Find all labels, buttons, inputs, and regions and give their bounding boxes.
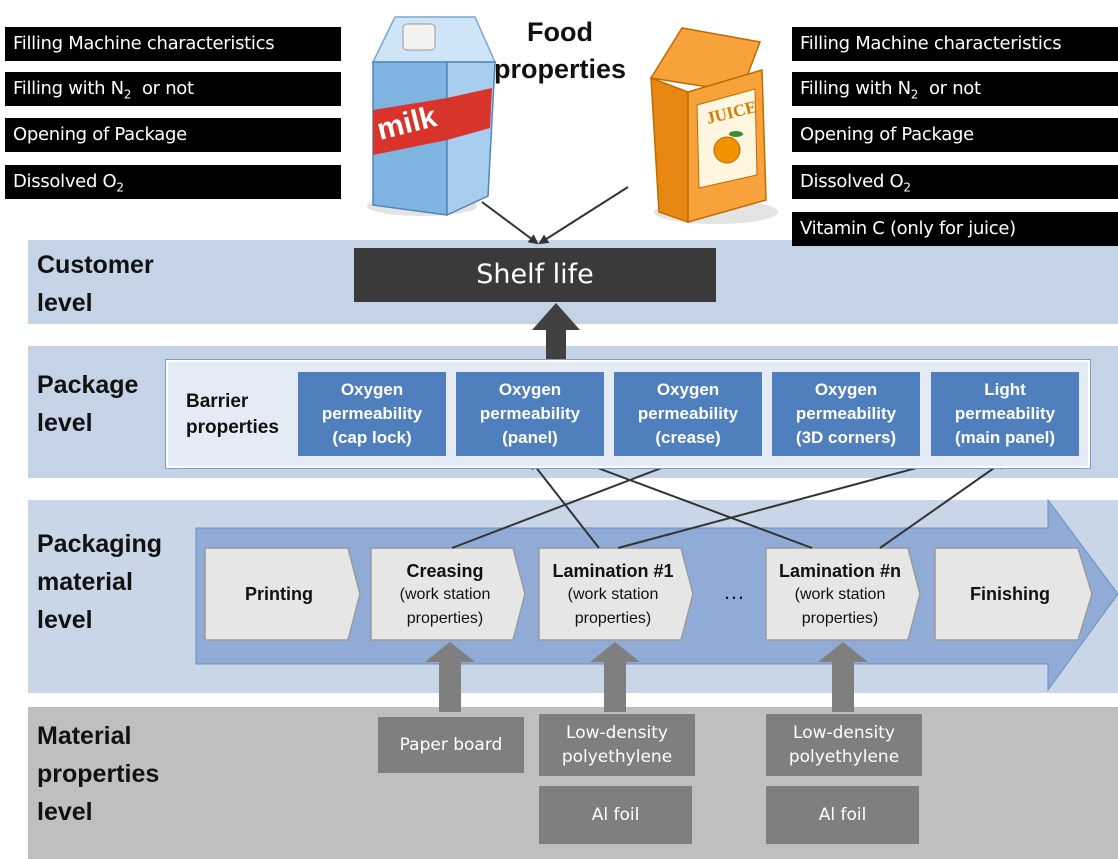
arrow-milk-to-shelf-life (481, 201, 539, 245)
right-info-item: Filling Machine characteristics (792, 27, 1118, 61)
step-creasing: Creasing (work station properties) (371, 559, 519, 631)
step-creasing-sub2: properties) (406, 610, 484, 627)
step-lamination-n-title: Lamination #n (778, 561, 901, 581)
ellipsis: … (723, 579, 745, 604)
right-info-item: Vitamin C (only for juice) (792, 212, 1118, 246)
arrow-ldpe1-to-lamination-1 (590, 642, 640, 712)
package-level-title: Package level (37, 371, 139, 437)
left-info-item: Dissolved O2 (5, 165, 341, 199)
arrow-juice-to-shelf-life (538, 186, 629, 245)
right-info-item: Dissolved O2 (792, 165, 1118, 199)
step-lamination-1: Lamination #1 (work station properties) (539, 559, 687, 631)
arrow-laminationn-to-crease (577, 459, 813, 549)
step-shape-lamination-1 (538, 547, 694, 641)
step-lamination-n: Lamination #n (work station properties) (766, 559, 914, 631)
left-info-item: Filling Machine characteristics (5, 27, 341, 61)
arrow-lamination1-to-main-panel (617, 456, 952, 549)
step-printing: Printing (205, 582, 353, 606)
food-properties-line1: Food (527, 17, 593, 47)
step-lamination-n-sub2: properties) (801, 610, 879, 627)
step-lamination-1-title: Lamination #1 (552, 561, 674, 581)
arrow-laminationn-to-main-panel (879, 459, 1006, 549)
step-lamination-1-sub2: properties) (574, 610, 652, 627)
step-shape-printing (204, 547, 361, 641)
material-properties-level-title: Material properties level (37, 722, 160, 826)
step-printing-title: Printing (245, 584, 313, 604)
step-shape-finishing (934, 547, 1093, 641)
arrow-ldpe2-to-lamination-n (818, 642, 868, 712)
right-info-item: Filling with N2 or not (792, 72, 1118, 106)
right-info-item: Opening of Package (792, 118, 1118, 152)
step-creasing-sub1: (work station (399, 586, 491, 603)
step-shape-creasing (370, 547, 526, 641)
step-shape-lamination-n (765, 547, 921, 641)
packaging-material-level-title: Packaging material level (37, 530, 163, 634)
barrier-properties-label: Barrier properties (186, 389, 279, 441)
step-finishing-title: Finishing (970, 584, 1050, 604)
arrow-package-to-shelf-life (532, 303, 580, 362)
food-properties-title: Food properties (480, 14, 640, 88)
material-al-foil-2: Al foil (766, 786, 919, 844)
arrow-lamination1-to-panel (529, 459, 600, 549)
material-al-foil-1: Al foil (539, 786, 692, 844)
customer-level-title: Customer level (37, 251, 154, 317)
barrier-label-line2: properties (186, 417, 279, 438)
food-properties-line2: properties (493, 54, 627, 84)
arrow-paperboard-to-creasing (425, 642, 475, 712)
step-creasing-title: Creasing (406, 561, 484, 581)
step-lamination-1-sub1: (work station (567, 586, 659, 603)
arrow-creasing-to-crease (451, 457, 687, 549)
step-lamination-n-sub1: (work station (794, 586, 886, 603)
barrier-label-line1: Barrier (186, 391, 249, 412)
step-finishing: Finishing (935, 582, 1085, 606)
left-info-item: Filling with N2 or not (5, 72, 341, 106)
shelf-life-label: Shelf life (476, 259, 594, 290)
left-info-item: Opening of Package (5, 118, 341, 152)
shelf-life-box: Shelf life (354, 248, 716, 302)
material-paper-board: Paper board (378, 717, 524, 773)
